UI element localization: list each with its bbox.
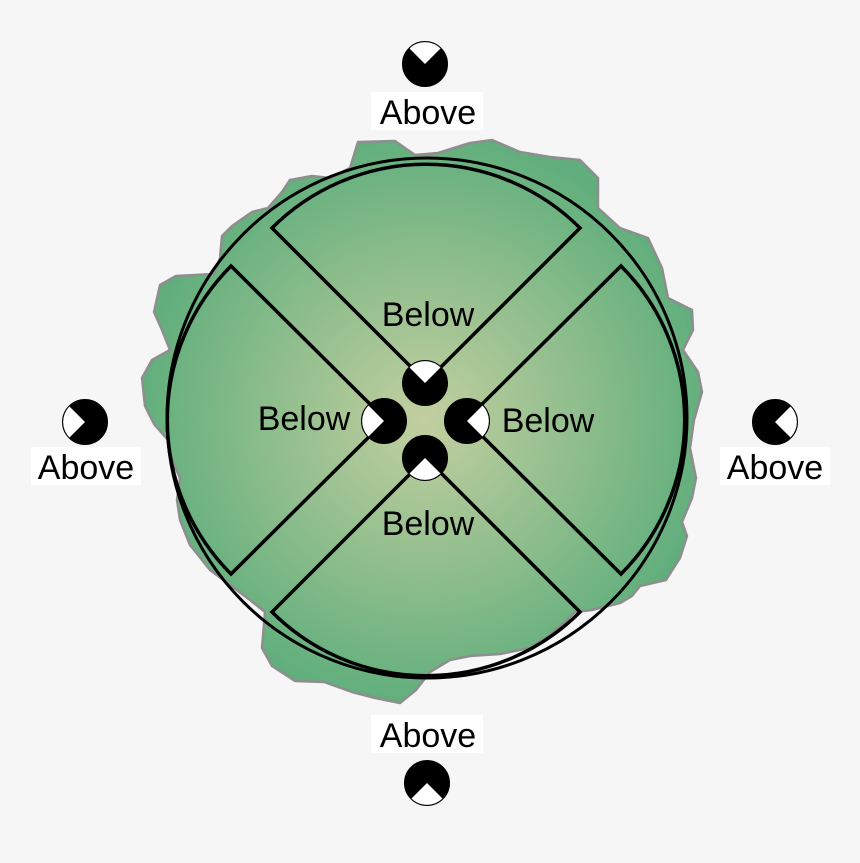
sector-right xyxy=(463,263,687,577)
sector-bottom xyxy=(269,455,583,678)
label-outer-left: Above xyxy=(38,449,134,487)
sector-left xyxy=(165,263,389,577)
label-bg-outer-top xyxy=(371,92,483,130)
label-bg-outer-bottom xyxy=(371,715,483,753)
marker-outer-right-icon xyxy=(752,399,798,445)
label-inner-bottom: Below xyxy=(382,505,475,543)
sector-top xyxy=(269,162,583,385)
label-bg-outer-left xyxy=(31,447,141,485)
marker-inner-left-icon xyxy=(361,398,407,444)
label-outer-bottom: Above xyxy=(380,717,476,755)
label-outer-right: Above xyxy=(727,449,823,487)
green-blob xyxy=(140,138,704,705)
label-inner-left: Below xyxy=(258,400,351,438)
label-outer-top: Above xyxy=(380,94,476,132)
marker-inner-right-icon xyxy=(444,398,490,444)
label-inner-top: Below xyxy=(382,296,475,334)
marker-inner-bottom-icon xyxy=(402,435,448,481)
marker-outer-top-icon xyxy=(402,41,448,87)
label-inner-right: Below xyxy=(502,402,595,440)
label-bg-outer-right xyxy=(720,447,830,485)
marker-inner-top-icon xyxy=(402,360,448,406)
marker-outer-bottom-icon xyxy=(404,760,450,806)
marker-outer-left-icon xyxy=(62,399,108,445)
